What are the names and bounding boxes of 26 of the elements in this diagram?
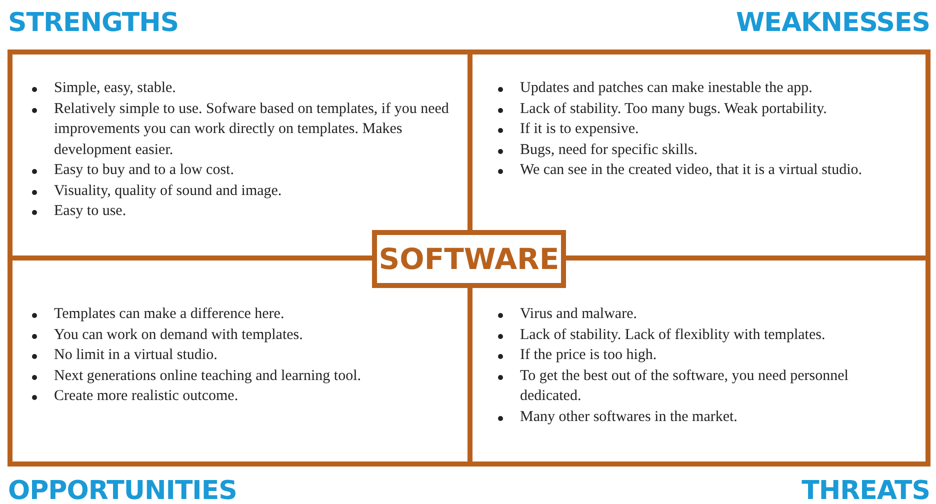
quadrant-heading: OPPORTUNITIES bbox=[8, 476, 237, 504]
bullet-text: To get the best out of the software, you need personnel dedicated. bbox=[520, 368, 848, 404]
quadrant-heading: STRENGTHS bbox=[8, 8, 179, 38]
quadrant-heading: THREATS bbox=[802, 476, 930, 504]
center-title: SOFTWARE bbox=[378, 242, 560, 276]
bullet-text: Relatively simple to use. Sofware based on templates, if you need improvements you can work directly on templates. Makes development easier. bbox=[54, 100, 449, 158]
quadrant-heading: WEAKNESSES bbox=[736, 8, 930, 38]
bullet-text: Visuality, quality of sound and image. bbox=[54, 182, 282, 198]
bullet-text: Updates and patches can make inestable the app. bbox=[520, 80, 812, 96]
bullet-text: If it is to expensive. bbox=[520, 121, 639, 137]
bullet-text: Next generations online teaching and learning tool. bbox=[54, 368, 361, 384]
bullet-text: Templates can make a difference here. bbox=[54, 306, 284, 322]
bullet-text: Create more realistic outcome. bbox=[54, 388, 238, 404]
bullet-text: We can see in the created video, that it is a virtual studio. bbox=[520, 162, 862, 178]
bullet-text: You can work on demand with templates. bbox=[54, 326, 303, 342]
bullet-text: Virus and malware. bbox=[520, 306, 637, 322]
bullet-text: Lack of stability. Too many bugs. Weak portability. bbox=[520, 100, 827, 116]
bullet-text: Many other softwares in the market. bbox=[520, 408, 738, 424]
bullet-text: If the price is too high. bbox=[520, 347, 657, 363]
bullet-text: Easy to use. bbox=[54, 203, 126, 219]
center-box bbox=[372, 230, 566, 288]
bullet-text: Bugs, need for specific skills. bbox=[520, 142, 698, 158]
bullet-text: Easy to buy and to a low cost. bbox=[54, 162, 234, 178]
bullet-text: Lack of stability. Lack of flexiblity with templates. bbox=[520, 326, 826, 342]
bullet-text: Simple, easy, stable. bbox=[54, 80, 176, 96]
bullet-text: No limit in a virtual studio. bbox=[54, 347, 218, 363]
